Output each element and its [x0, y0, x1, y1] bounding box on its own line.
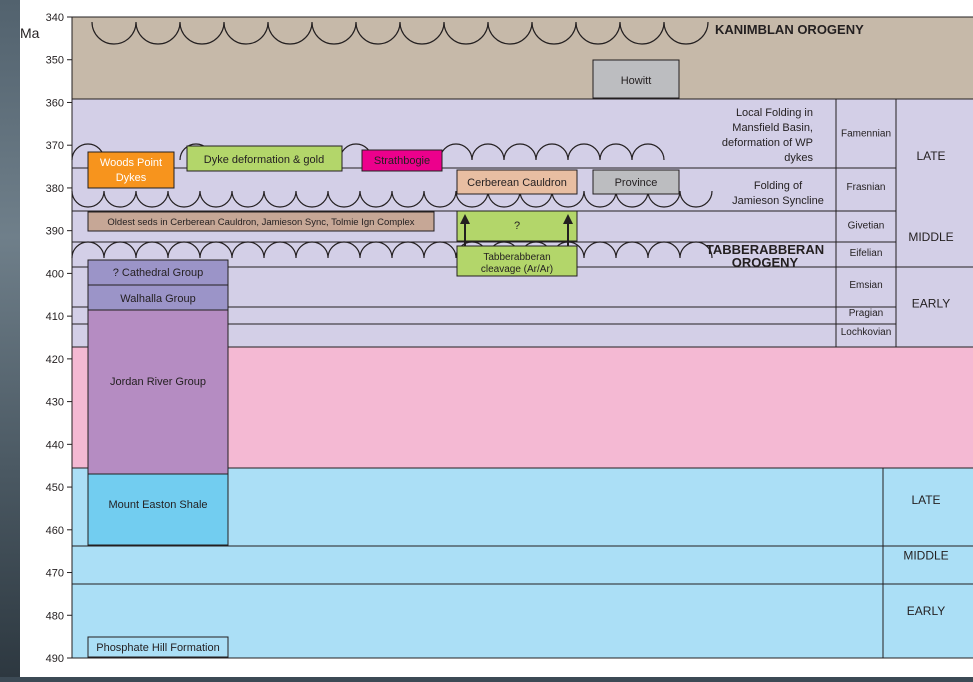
- y-tick-label: 370: [46, 140, 64, 152]
- epoch-labels: LATE MIDDLE EARLY LATE MIDDLE EARLY: [903, 149, 953, 618]
- stage-label: Pragian: [849, 308, 883, 319]
- strathbogie-label: Strathbogie: [374, 155, 430, 167]
- phosphate-hill-label: Phosphate Hill Formation: [96, 642, 220, 654]
- y-tick-label: 450: [46, 482, 64, 494]
- y-tick-label: 360: [46, 97, 64, 109]
- arrow-up-icon: [563, 214, 573, 246]
- svg-text:Mansfield Basin,: Mansfield Basin,: [732, 122, 813, 134]
- local-folding-annotation: Local Folding in Mansfield Basin, deform…: [722, 107, 814, 164]
- cerberean-cauldron-box: [456, 169, 578, 195]
- oldest-seds-box: [87, 211, 435, 232]
- epoch-label: EARLY: [907, 604, 945, 618]
- y-tick-label: 430: [46, 397, 64, 409]
- question-label: ?: [514, 220, 520, 232]
- kanimblan-orogeny-label: KANIMBLAN OROGENY: [715, 22, 864, 37]
- y-tick-label: 350: [46, 55, 64, 67]
- unconformity-kanimblan: [91, 21, 709, 45]
- arrow-up-icon: [460, 214, 470, 246]
- unconformity-upper-2: [71, 190, 713, 208]
- tabberabberan-cleavage-box: [456, 245, 578, 277]
- mount-easton-shale-box: [87, 473, 229, 546]
- epoch-label: MIDDLE: [908, 230, 953, 244]
- dyke-deformation-label: Dyke deformation & gold: [204, 154, 324, 166]
- howitt-label: Howitt: [621, 75, 652, 87]
- walhalla-group-label: Walhalla Group: [120, 293, 195, 305]
- y-tick-label: 470: [46, 568, 64, 580]
- epoch-label: LATE: [916, 149, 945, 163]
- svg-text:dykes: dykes: [784, 152, 813, 164]
- stage-label: Givetian: [848, 220, 885, 231]
- howitt-box: [592, 59, 680, 99]
- stage-label: Eifelian: [850, 248, 883, 259]
- woods-point-box: [87, 151, 175, 189]
- woods-point-label-1: Woods Point: [100, 157, 162, 169]
- y-tick-label: 490: [46, 653, 64, 665]
- tabberabberan-cleavage-label-2: cleavage (Ar/Ar): [481, 264, 553, 275]
- y-tick-label: 460: [46, 525, 64, 537]
- svg-text:Jamieson Syncline: Jamieson Syncline: [732, 195, 824, 207]
- cathedral-group-box: [87, 259, 229, 286]
- province-box: [592, 169, 680, 195]
- tabberabberan-cleavage-label-1: Tabberabberan: [483, 252, 550, 263]
- svg-text:Local Folding in: Local Folding in: [736, 107, 813, 119]
- stage-label: Lochkovian: [841, 327, 892, 338]
- stage-label: Famennian: [841, 128, 891, 139]
- svg-text:deformation of WP: deformation of WP: [722, 137, 813, 149]
- mount-easton-shale-label: Mount Easton Shale: [108, 499, 207, 511]
- cathedral-group-label: ? Cathedral Group: [113, 267, 204, 279]
- oldest-seds-label: Oldest seds in Cerberean Cauldron, Jamie…: [107, 217, 414, 228]
- walhalla-group-box: [87, 284, 229, 311]
- folding-jamieson-annotation: Folding of Jamieson Syncline: [732, 180, 824, 207]
- stage-labels: FamennianFrasnianGivetianEifelianEmsianP…: [841, 128, 892, 338]
- stage-label: Frasnian: [847, 182, 886, 193]
- y-tick-label: 480: [46, 610, 64, 622]
- svg-text:Folding of: Folding of: [754, 180, 803, 192]
- y-tick-label: 410: [46, 311, 64, 323]
- unit-label: Ma: [20, 25, 40, 41]
- stage-gridlines: [71, 16, 973, 659]
- timeline-chart: Ma 340 350 360 370 380 390 400 410 420 430 440 450 4…: [20, 12, 973, 665]
- dyke-deformation-box: [186, 145, 343, 172]
- y-tick-label: 340: [46, 12, 64, 24]
- phosphate-hill-box: [87, 636, 229, 658]
- y-tick-label: 400: [46, 268, 64, 280]
- y-tick-label: 440: [46, 439, 64, 451]
- woods-point-label-2: Dykes: [116, 172, 147, 184]
- jordan-river-group-label: Jordan River Group: [110, 376, 206, 388]
- unconformity-tabberabberan: [71, 241, 713, 259]
- stage-label: Emsian: [849, 280, 882, 291]
- y-tick-label: 390: [46, 226, 64, 238]
- strathbogie-box: [361, 149, 443, 172]
- epoch-label: MIDDLE: [903, 548, 948, 562]
- jordan-river-group-box: [87, 309, 229, 475]
- y-tick-label: 420: [46, 354, 64, 366]
- cerberean-cauldron-label: Cerberean Cauldron: [467, 177, 567, 189]
- y-axis: 340 350 360 370 380 390 400 410 420 430 440 450 460 4…: [46, 12, 73, 665]
- epoch-label: LATE: [911, 493, 940, 507]
- epoch-label: EARLY: [912, 296, 950, 310]
- background-photo: [0, 0, 20, 677]
- chart-frame: Ma 340 350 360 370 380 390 400 410 420 430 440 450 4…: [20, 0, 973, 677]
- tabberabberan-label-line2: OROGENY: [732, 255, 799, 270]
- province-label: Province: [615, 177, 658, 189]
- unconformity-upper-1: [71, 143, 665, 161]
- question-box: [456, 210, 578, 242]
- y-tick-label: 380: [46, 183, 64, 195]
- tabberabberan-label-line1: TABBERABBERAN: [706, 242, 824, 257]
